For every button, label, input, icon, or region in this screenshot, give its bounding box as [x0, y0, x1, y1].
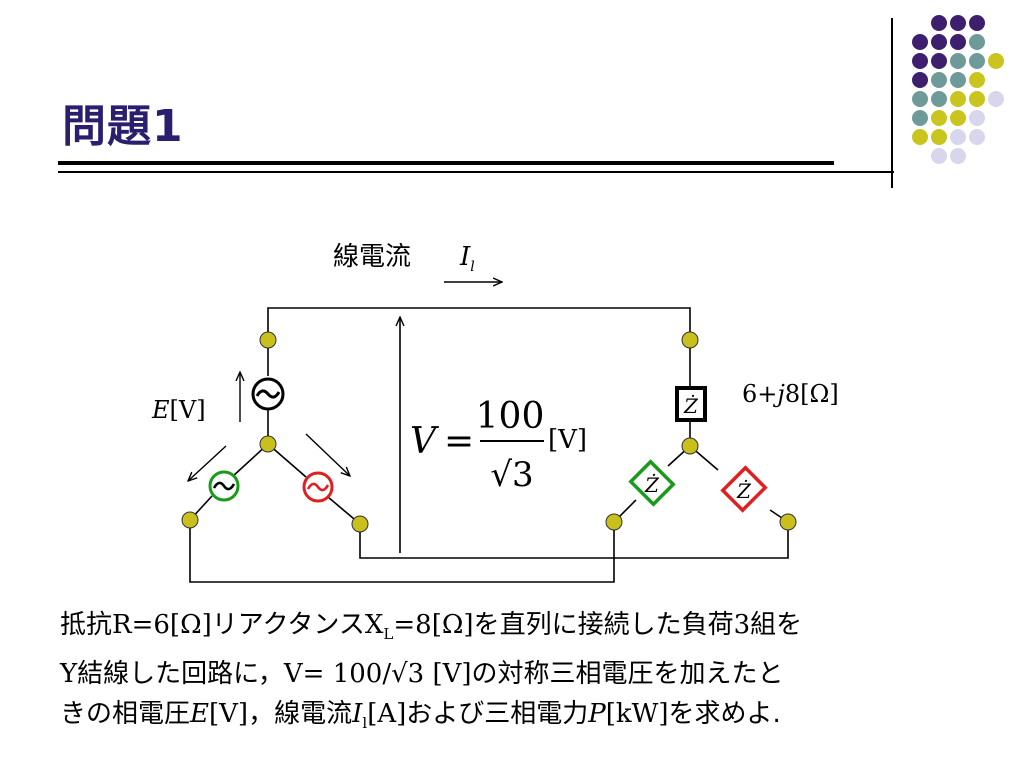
line-current-label: 線電流 — [333, 242, 412, 272]
decorative-dot — [931, 34, 947, 50]
impedance-green — [628, 459, 676, 507]
decorative-dot — [931, 15, 947, 31]
ac-source-red — [302, 471, 334, 503]
decorative-dot-grid — [912, 15, 1004, 164]
svg-text:V=: V= — [410, 421, 474, 462]
line-current-symbol: Il — [459, 242, 475, 275]
svg-text:√3: √3 — [490, 455, 533, 495]
vertical-divider — [891, 18, 893, 188]
decorative-dot — [969, 53, 985, 69]
decorative-dot — [950, 110, 966, 126]
decorative-dot — [912, 91, 928, 107]
ac-source-black — [251, 377, 285, 411]
decorative-dot — [912, 72, 928, 88]
decorative-dot — [950, 129, 966, 145]
node — [351, 515, 369, 533]
decorative-dot — [969, 34, 985, 50]
decorative-dot — [969, 15, 985, 31]
decorative-dot — [950, 148, 966, 164]
decorative-dot — [950, 72, 966, 88]
ac-source-green — [208, 470, 240, 502]
decorative-dot — [988, 53, 1004, 69]
problem-line-2: Y結線した回路に，V= 100/√3 [V]の対称三相電圧を加えたと — [60, 659, 784, 690]
phase-arrow-left — [188, 445, 227, 481]
decorative-dot — [950, 91, 966, 107]
three-phase-circuit-diagram: Ż Ż Ż Il E[V] 6+j8[Ω] V= 100 √3 [V] — [151, 242, 839, 583]
decorative-dot — [912, 110, 928, 126]
impedance-value-label: 6+j8[Ω] — [742, 380, 839, 408]
impedance-black: Ż — [675, 386, 707, 422]
decorative-dot — [950, 15, 966, 31]
svg-text:100: 100 — [476, 396, 545, 437]
decorative-dot — [931, 110, 947, 126]
decorative-dot — [912, 53, 928, 69]
title-underline-thick — [58, 161, 834, 165]
decorative-dot — [950, 34, 966, 50]
impedance-red-label: Ż — [736, 479, 752, 503]
line-voltage-formula: V= 100 √3 [V] — [410, 396, 587, 495]
node — [779, 513, 797, 531]
svg-text:[V]: [V] — [548, 425, 587, 455]
problem-line-3: きの相電圧E[V]，線電流Il[A]および三相電力P[kW]を求めよ. — [60, 699, 781, 733]
decorative-dot — [931, 72, 947, 88]
node — [605, 513, 623, 531]
decorative-dot — [931, 53, 947, 69]
decorative-dot — [969, 129, 985, 145]
node — [181, 511, 199, 529]
problem-line-1: 抵抗R=6[Ω]リアクタンスXL=8[Ω]を直列に接続した負荷3組を — [60, 610, 803, 644]
svg-text:Ż: Ż — [683, 394, 699, 418]
node — [259, 435, 277, 453]
title-underline-thin — [58, 171, 894, 173]
decorative-dot — [931, 129, 947, 145]
decorative-dot — [969, 91, 985, 107]
decorative-dot — [931, 91, 947, 107]
node — [681, 437, 699, 455]
impedance-red — [720, 465, 768, 513]
node — [259, 331, 277, 349]
decorative-dot — [931, 148, 947, 164]
decorative-dot — [950, 53, 966, 69]
circuit-nodes — [181, 331, 797, 533]
decorative-dot — [969, 110, 985, 126]
source-voltage-label: E[V] — [151, 396, 206, 424]
circuit-wires — [189, 307, 789, 583]
impedance-green-label: Ż — [644, 473, 660, 497]
phase-arrow-right — [305, 433, 350, 476]
page-title: 問題1 — [62, 101, 184, 152]
decorative-dot — [969, 72, 985, 88]
node — [681, 331, 699, 349]
decorative-dot — [912, 34, 928, 50]
decorative-dot — [988, 91, 1004, 107]
problem-statement: 抵抗R=6[Ω]リアクタンスXL=8[Ω]を直列に接続した負荷3組を Y結線した… — [60, 605, 980, 743]
decorative-dot — [912, 129, 928, 145]
